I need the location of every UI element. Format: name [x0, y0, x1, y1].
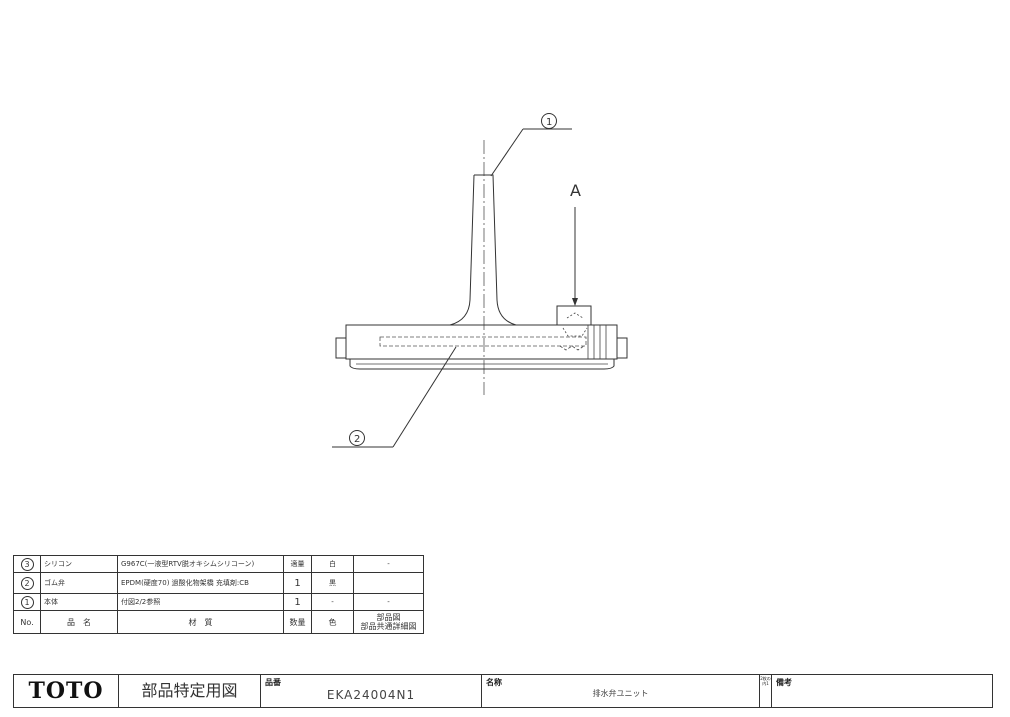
callout-2-circle: [349, 430, 365, 446]
parts-header-row: No. 品 名 材 質 数量 色 部品図 部品共通詳細図: [13, 610, 424, 634]
item-color: 黒: [311, 572, 354, 594]
header-material: 材 質: [117, 610, 284, 634]
stem-outline: [449, 174, 517, 326]
part-number-label: 品番: [265, 678, 281, 687]
header-name: 品 名: [40, 610, 118, 634]
callout-1-label: 1: [546, 117, 552, 128]
base-lug-right: [616, 337, 628, 359]
view-a-label: A: [570, 181, 581, 200]
item-name: シリコン: [40, 555, 118, 573]
item-color: -: [311, 593, 354, 611]
parts-row: 1 本体 付図2/2参照 1 - -: [13, 593, 424, 611]
item-qty: 1: [283, 572, 312, 594]
callout-1-leader: [490, 128, 524, 177]
item-no: 1: [20, 595, 34, 609]
item-material: G967C(一液型RTV脱オキシムシリコーン): [117, 555, 284, 573]
parts-row: 2 ゴム弁 EPDM(硬度70) 過酸化物架橋 充填剤:CB 1 黒: [13, 572, 424, 594]
part-name-cell: 名称 排水弁ユニット: [482, 675, 760, 707]
company-logo: TOTO: [14, 675, 119, 707]
header-no: No.: [13, 610, 41, 634]
notes-label: 備考: [776, 678, 792, 687]
item-ref: -: [353, 593, 424, 611]
title-block: TOTO 部品特定用図 品番 EKA24004N1 名称 排水弁ユニット 2枚の…: [13, 674, 993, 708]
header-ref: 部品図 部品共通詳細図: [353, 610, 424, 634]
item-name: 本体: [40, 593, 118, 611]
header-ref-line1: 部品図: [376, 613, 401, 622]
part-name-label: 名称: [486, 678, 502, 687]
item-ref: -: [353, 555, 424, 573]
parts-list: 3 シリコン G967C(一液型RTV脱オキシムシリコーン) 適量 白 - 2 …: [13, 555, 424, 634]
document-type: 部品特定用図: [119, 675, 261, 707]
base-body: [345, 324, 618, 360]
item-color: 白: [311, 555, 354, 573]
header-qty: 数量: [283, 610, 312, 634]
item-ref: [353, 572, 424, 594]
callout-2-label: 2: [354, 434, 360, 445]
item-material: EPDM(硬度70) 過酸化物架橋 充填剤:CB: [117, 572, 284, 594]
part-number-cell: 品番 EKA24004N1: [261, 675, 482, 707]
item-no: 2: [20, 576, 34, 590]
item-qty: 1: [283, 593, 312, 611]
hinge-box: [556, 305, 592, 326]
header-color: 色: [311, 610, 354, 634]
rubber-valve-hidden: [379, 336, 587, 347]
part-number: EKA24004N1: [326, 688, 416, 702]
item-no: 3: [20, 557, 34, 571]
item-material: 付図2/2参照: [117, 593, 284, 611]
parts-row: 3 シリコン G967C(一液型RTV脱オキシムシリコーン) 適量 白 -: [13, 555, 424, 573]
notes-cell: 備考: [772, 675, 992, 707]
item-qty: 適量: [283, 555, 312, 573]
header-ref-line2: 部品共通詳細図: [360, 622, 417, 631]
base-lug-left: [335, 337, 347, 359]
sheet-count: 2枚の内1: [760, 675, 772, 707]
item-name: ゴム弁: [40, 572, 118, 594]
part-name: 排水弁ユニット: [592, 689, 649, 698]
callout-2-leader: [392, 346, 457, 448]
base-bottom-flange: [349, 359, 615, 370]
